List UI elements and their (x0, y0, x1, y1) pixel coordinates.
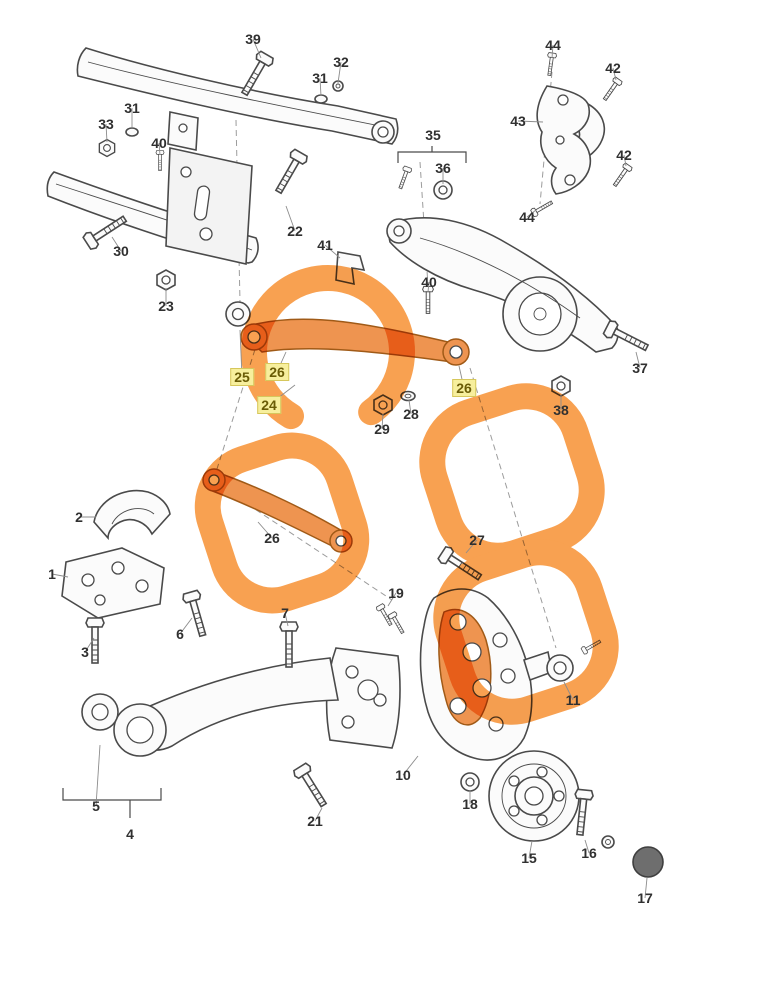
part-label-6[interactable]: 6 (176, 626, 184, 642)
fasteners (81, 49, 652, 849)
watermark-glyph-3 (194, 432, 370, 614)
mount-bracket (536, 85, 606, 195)
part-label-18[interactable]: 18 (462, 796, 478, 812)
part-label-16[interactable]: 16 (581, 845, 597, 861)
group-brackets (62, 146, 467, 818)
part-label-26[interactable]: 26 (264, 530, 280, 546)
rubber-mount-shell (93, 489, 171, 541)
part-label-44[interactable]: 44 (545, 37, 561, 53)
wheel-hub (488, 750, 580, 842)
spring-link-arm (386, 217, 619, 353)
part-label-44[interactable]: 44 (519, 209, 535, 225)
part-label-33[interactable]: 33 (98, 116, 114, 132)
axle-mount-bracket (61, 547, 165, 619)
part-label-7[interactable]: 7 (281, 605, 289, 621)
part-label-19[interactable]: 19 (388, 585, 404, 601)
part-label-31[interactable]: 31 (124, 100, 140, 116)
part-label-27[interactable]: 27 (469, 532, 485, 548)
part-label-41[interactable]: 41 (317, 237, 333, 253)
dust-cap (632, 846, 664, 878)
arm-bushing (225, 301, 251, 327)
part-label-42[interactable]: 42 (605, 60, 621, 76)
part-label-43[interactable]: 43 (510, 113, 526, 129)
part-label-11[interactable]: 11 (565, 692, 581, 708)
part-label-40[interactable]: 40 (421, 274, 437, 290)
part-label-1[interactable]: 1 (48, 566, 56, 582)
part-label-36[interactable]: 36 (435, 160, 451, 176)
trailing-arm-bushing (81, 693, 119, 731)
part-label-37[interactable]: 37 (632, 360, 648, 376)
part-label-29[interactable]: 29 (374, 421, 390, 437)
part-label-21[interactable]: 21 (307, 813, 323, 829)
part-label-40[interactable]: 40 (151, 135, 167, 151)
part-label-25[interactable]: 25 (230, 368, 254, 386)
part-label-42[interactable]: 42 (616, 147, 632, 163)
part-label-22[interactable]: 22 (287, 223, 303, 239)
part-label-23[interactable]: 23 (158, 298, 174, 314)
part-label-30[interactable]: 30 (113, 243, 129, 259)
part-label-15[interactable]: 15 (521, 850, 537, 866)
part-label-38[interactable]: 38 (553, 402, 569, 418)
part-label-39[interactable]: 39 (245, 31, 261, 47)
watermark-glyph-4 (433, 539, 619, 725)
part-label-17[interactable]: 17 (637, 890, 653, 906)
axle-beam (46, 47, 399, 265)
part-label-35[interactable]: 35 (425, 127, 441, 143)
part-label-26[interactable]: 26 (452, 379, 476, 397)
part-label-28[interactable]: 28 (403, 406, 419, 422)
part-label-4[interactable]: 4 (126, 826, 134, 842)
trailing-arm (113, 647, 401, 757)
part-label-26[interactable]: 26 (265, 363, 289, 381)
part-label-3[interactable]: 3 (81, 644, 89, 660)
carrier-bushing (546, 654, 574, 682)
watermark-glyph-1 (241, 265, 415, 439)
part-label-5[interactable]: 5 (92, 798, 100, 814)
part-label-32[interactable]: 32 (333, 54, 349, 70)
part-label-24[interactable]: 24 (257, 396, 281, 414)
part-label-31[interactable]: 31 (312, 70, 328, 86)
washer-16 (601, 835, 615, 849)
part-label-2[interactable]: 2 (75, 509, 83, 525)
part-label-10[interactable]: 10 (395, 767, 411, 783)
